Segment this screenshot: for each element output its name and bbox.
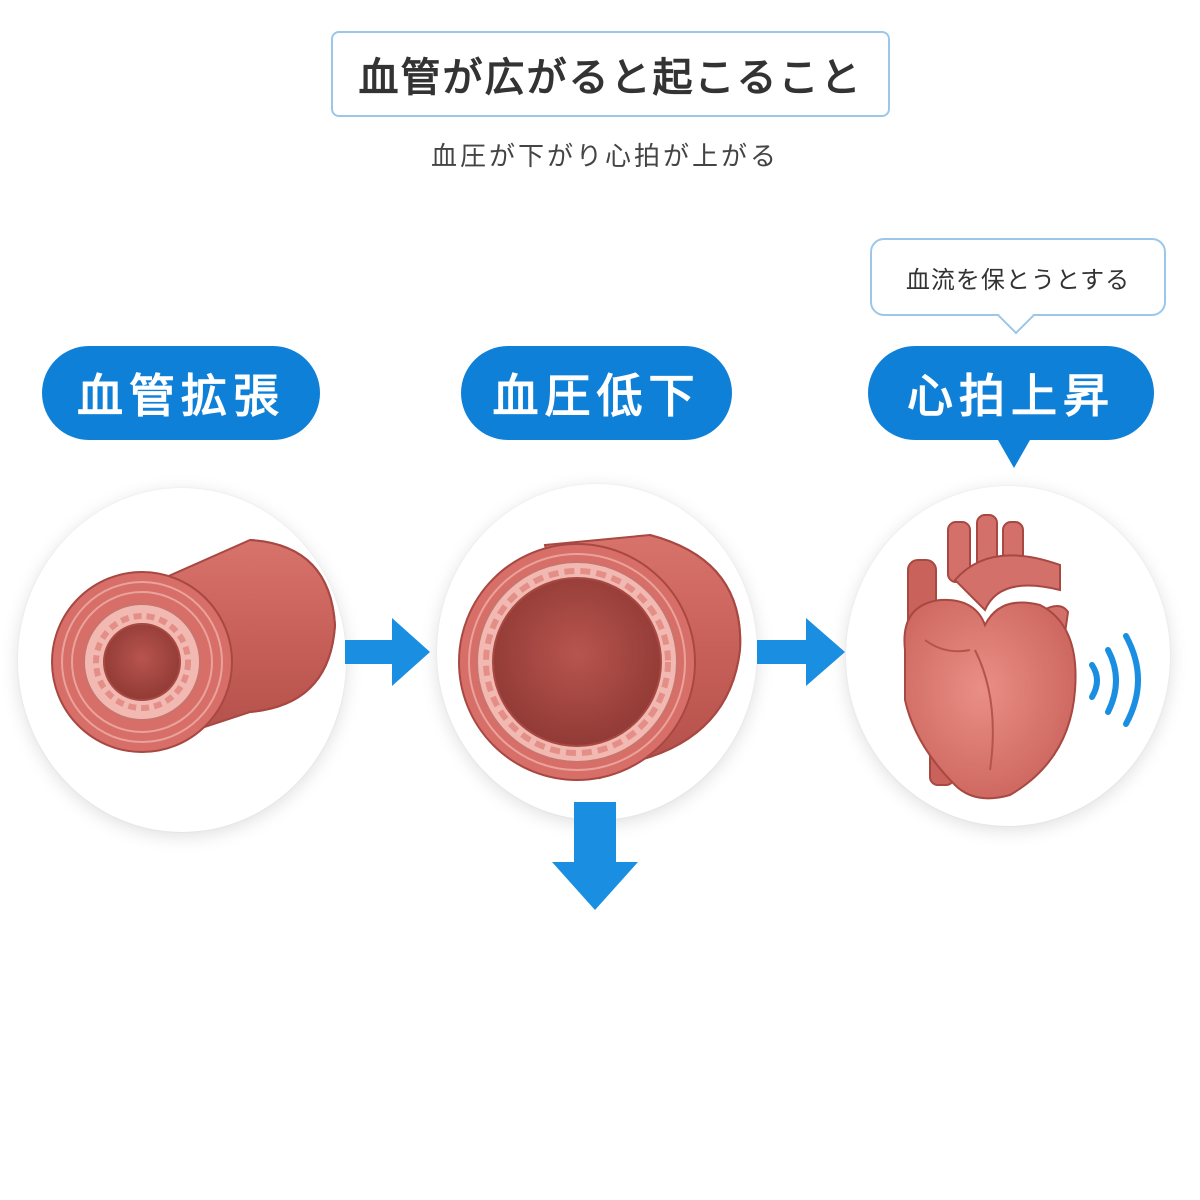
- arrow-right-icon: [345, 618, 430, 686]
- pill-pointer: [998, 440, 1030, 468]
- page-subtitle: 血圧が下がり心拍が上がる: [430, 142, 779, 172]
- step-label-vasodilation: 血管拡張: [42, 346, 320, 440]
- step-label-heart-rate-rise: 心拍上昇: [868, 346, 1154, 440]
- arrow-down-icon: [552, 802, 638, 910]
- heartbeat-wave-icon: [1089, 633, 1141, 727]
- step-label-blood-pressure-drop: 血圧低下: [461, 346, 732, 440]
- arrow-right-icon: [757, 618, 845, 686]
- callout-bubble: 血流を保とうとする: [870, 238, 1166, 316]
- page-title: 血管が広がると起こること: [331, 31, 890, 117]
- heart-icon: [903, 514, 1077, 800]
- dilated-vessel-icon: [458, 533, 742, 781]
- vessel-icon: [51, 538, 337, 753]
